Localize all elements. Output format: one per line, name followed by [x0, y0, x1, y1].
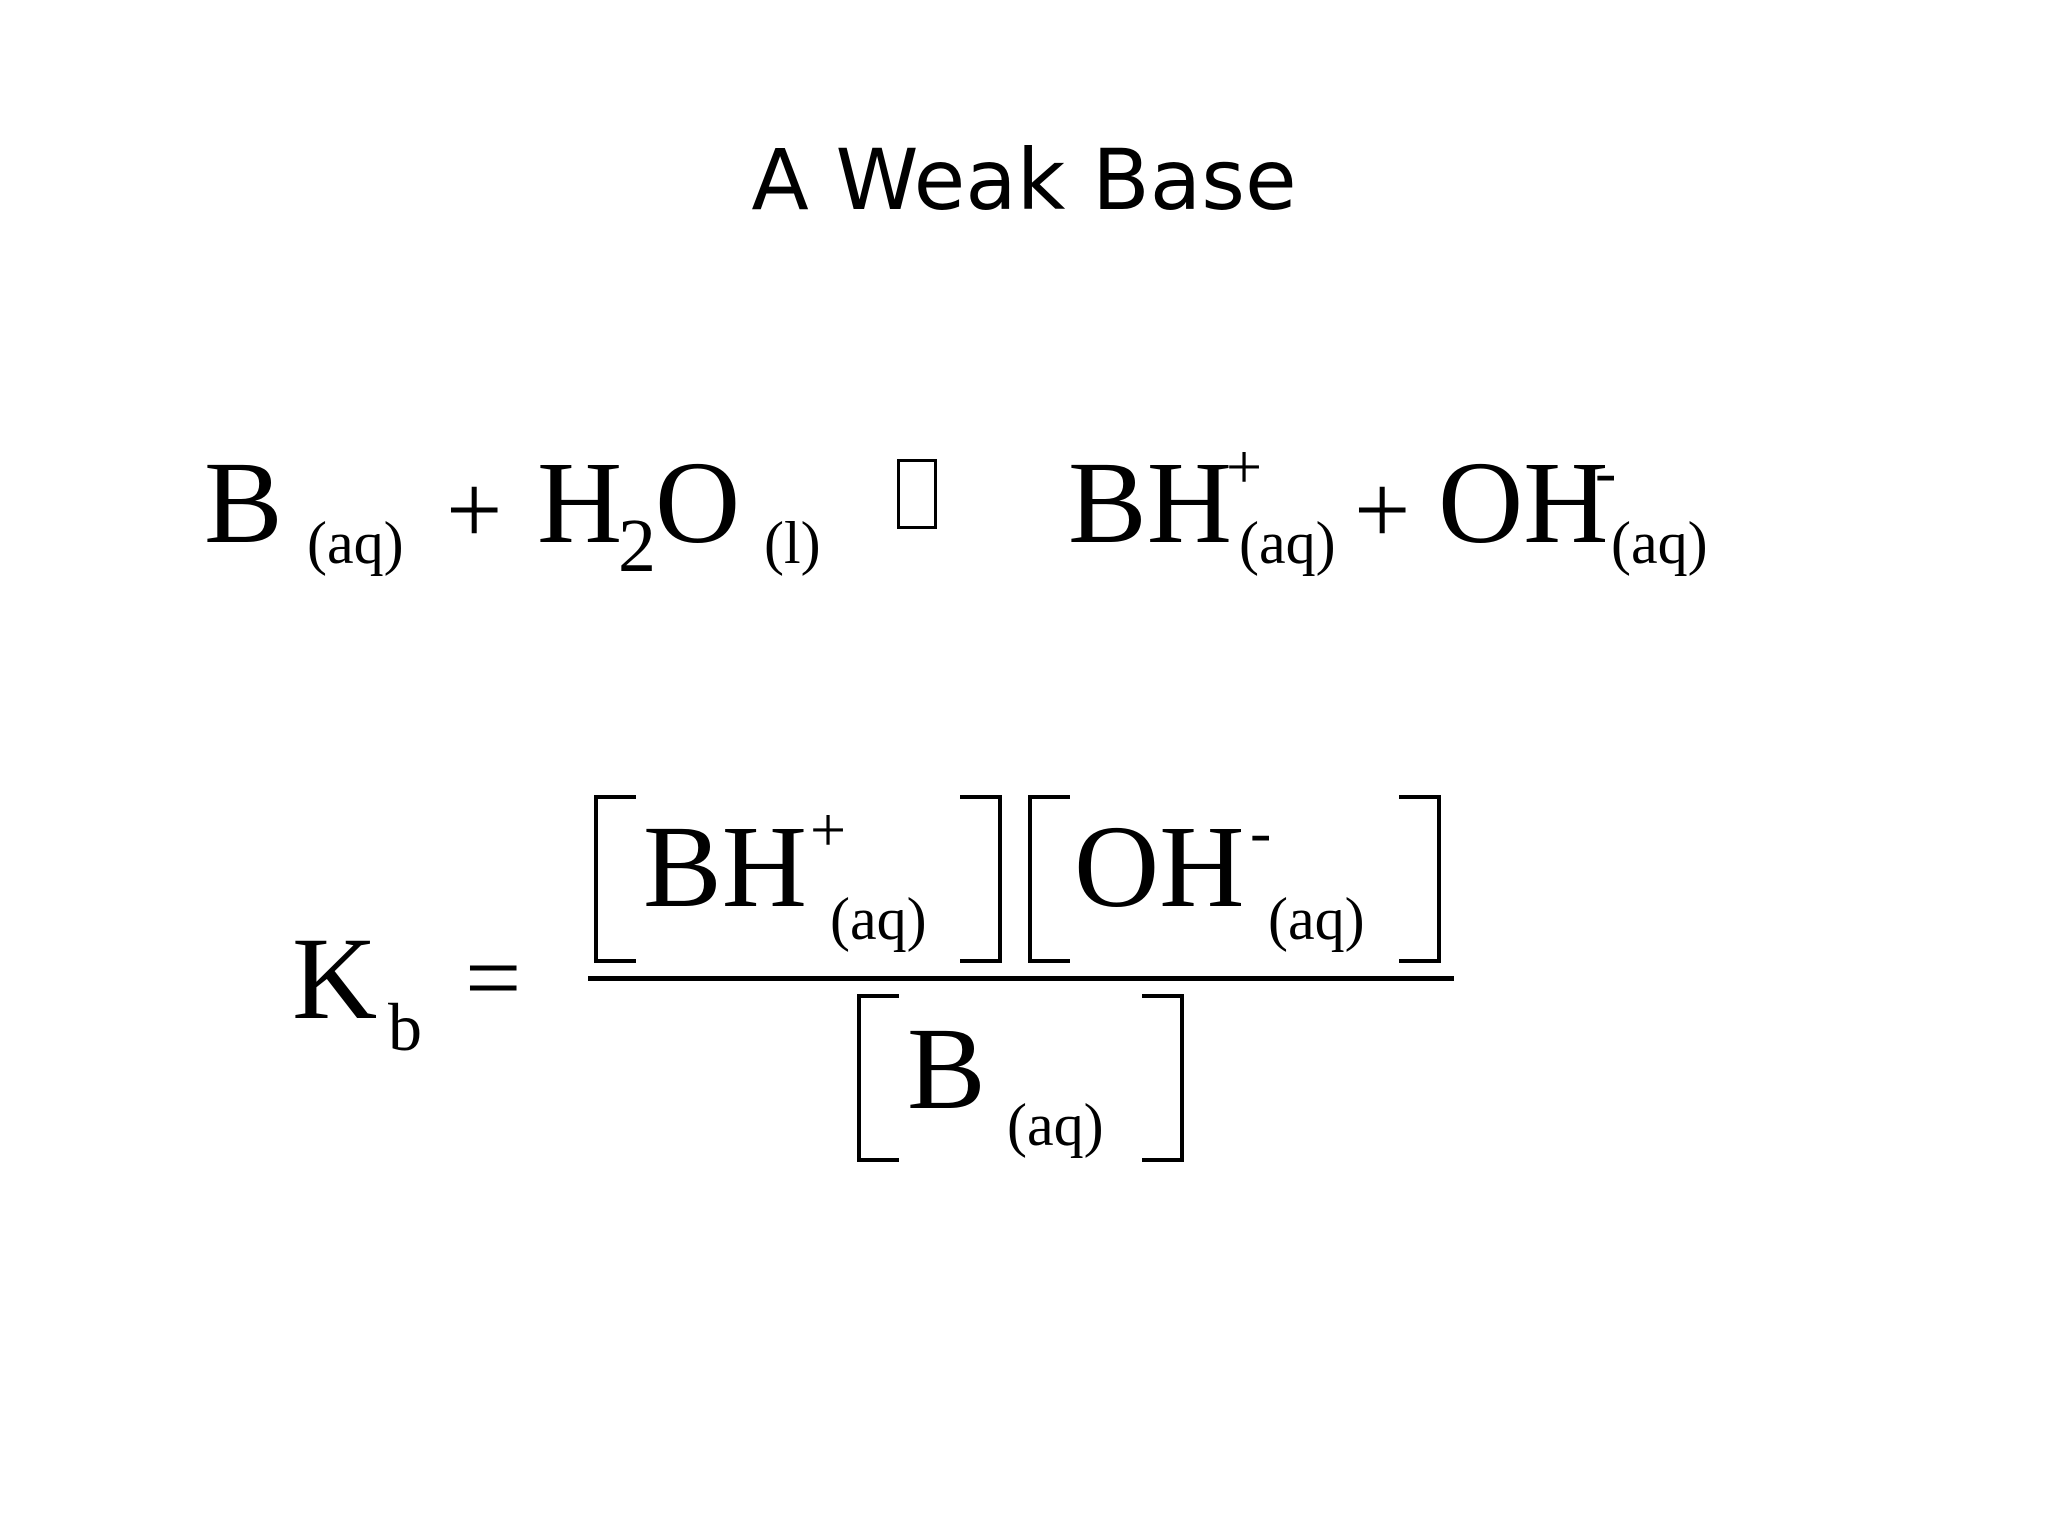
slide-title: A Weak Base: [751, 131, 1297, 229]
numerator-OH: OH: [1074, 801, 1245, 932]
right-bracket-icon: [1399, 795, 1441, 963]
equilibrium-arrow-icon: [897, 459, 937, 529]
numerator-BH-charge: +: [810, 794, 847, 865]
water-H: H: [537, 437, 623, 568]
numerator-BH-state: (aq): [830, 886, 927, 952]
numerator-OH-charge: -: [1250, 796, 1272, 867]
water-O: O: [655, 437, 741, 568]
reactant-B: B: [204, 437, 283, 568]
plus-sign: +: [1354, 454, 1411, 565]
denominator-B: B: [907, 1003, 986, 1134]
water-state: (l): [764, 510, 821, 576]
product-OH-charge: -: [1595, 436, 1617, 507]
kb-symbol: K: [292, 913, 378, 1044]
right-bracket-icon: [1142, 994, 1184, 1162]
product-OH-state: (aq): [1611, 510, 1708, 576]
left-bracket-icon: [1028, 795, 1070, 963]
product-BH-charge: +: [1226, 431, 1263, 502]
water-subscript: 2: [618, 504, 656, 588]
fraction-bar: [588, 976, 1454, 981]
numerator-BH: BH: [643, 801, 807, 932]
numerator-OH-state: (aq): [1268, 886, 1365, 952]
reactant-B-state: (aq): [307, 510, 404, 576]
product-BH-state: (aq): [1239, 510, 1336, 576]
plus-sign: +: [446, 454, 503, 565]
equals-sign: =: [465, 922, 522, 1033]
product-OH: OH: [1438, 437, 1609, 568]
left-bracket-icon: [857, 994, 899, 1162]
product-BH: BH: [1068, 437, 1232, 568]
right-bracket-icon: [960, 795, 1002, 963]
kb-subscript: b: [388, 989, 422, 1065]
left-bracket-icon: [594, 795, 636, 963]
denominator-B-state: (aq): [1007, 1092, 1104, 1158]
